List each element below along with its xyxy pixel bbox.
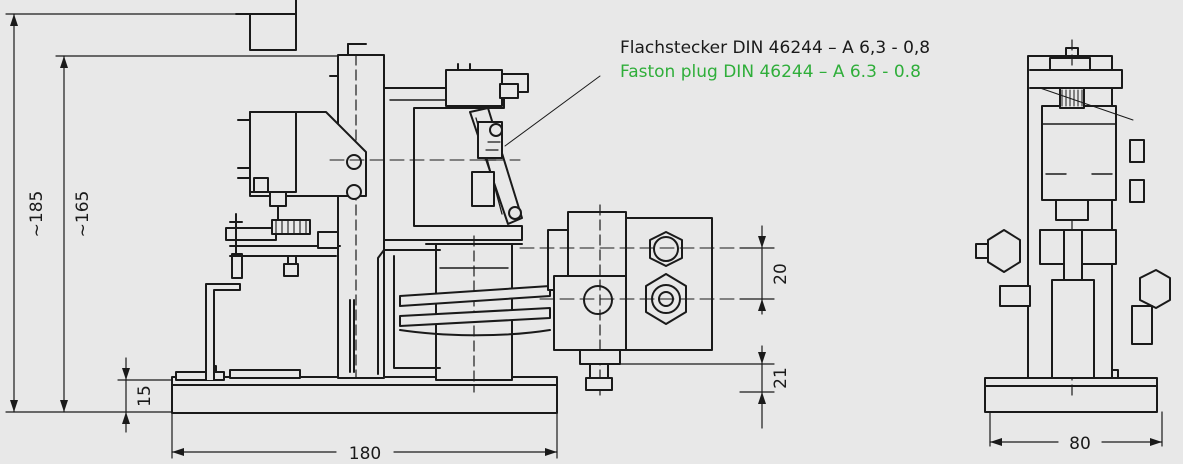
right-block: [567, 211, 627, 279]
callout-english: Faston plug DIN 46244 – A 6.3 - 0.8: [620, 62, 921, 82]
front-view: [171, 0, 713, 414]
arrowheads: [10, 14, 1162, 456]
main-column: [337, 54, 385, 379]
side-base: [984, 377, 1158, 413]
dim-side-width: 80: [1069, 434, 1091, 454]
dim-offset-20: 20: [771, 263, 791, 285]
center-lines: [329, 159, 741, 300]
dim-offset-21: 21: [771, 367, 791, 389]
dim-frame-height: ~165: [73, 191, 93, 238]
base-plate: [171, 376, 558, 414]
callout-german: Flachstecker DIN 46244 – A 6,3 - 0,8: [620, 38, 931, 58]
side-view: [975, 39, 1171, 413]
wire-stop: [205, 283, 241, 381]
dim-base-width: 180: [349, 444, 381, 464]
guide-post: [249, 13, 297, 51]
dim-overall-height: ~185: [27, 191, 47, 238]
dim-base-height: 15: [135, 385, 155, 407]
